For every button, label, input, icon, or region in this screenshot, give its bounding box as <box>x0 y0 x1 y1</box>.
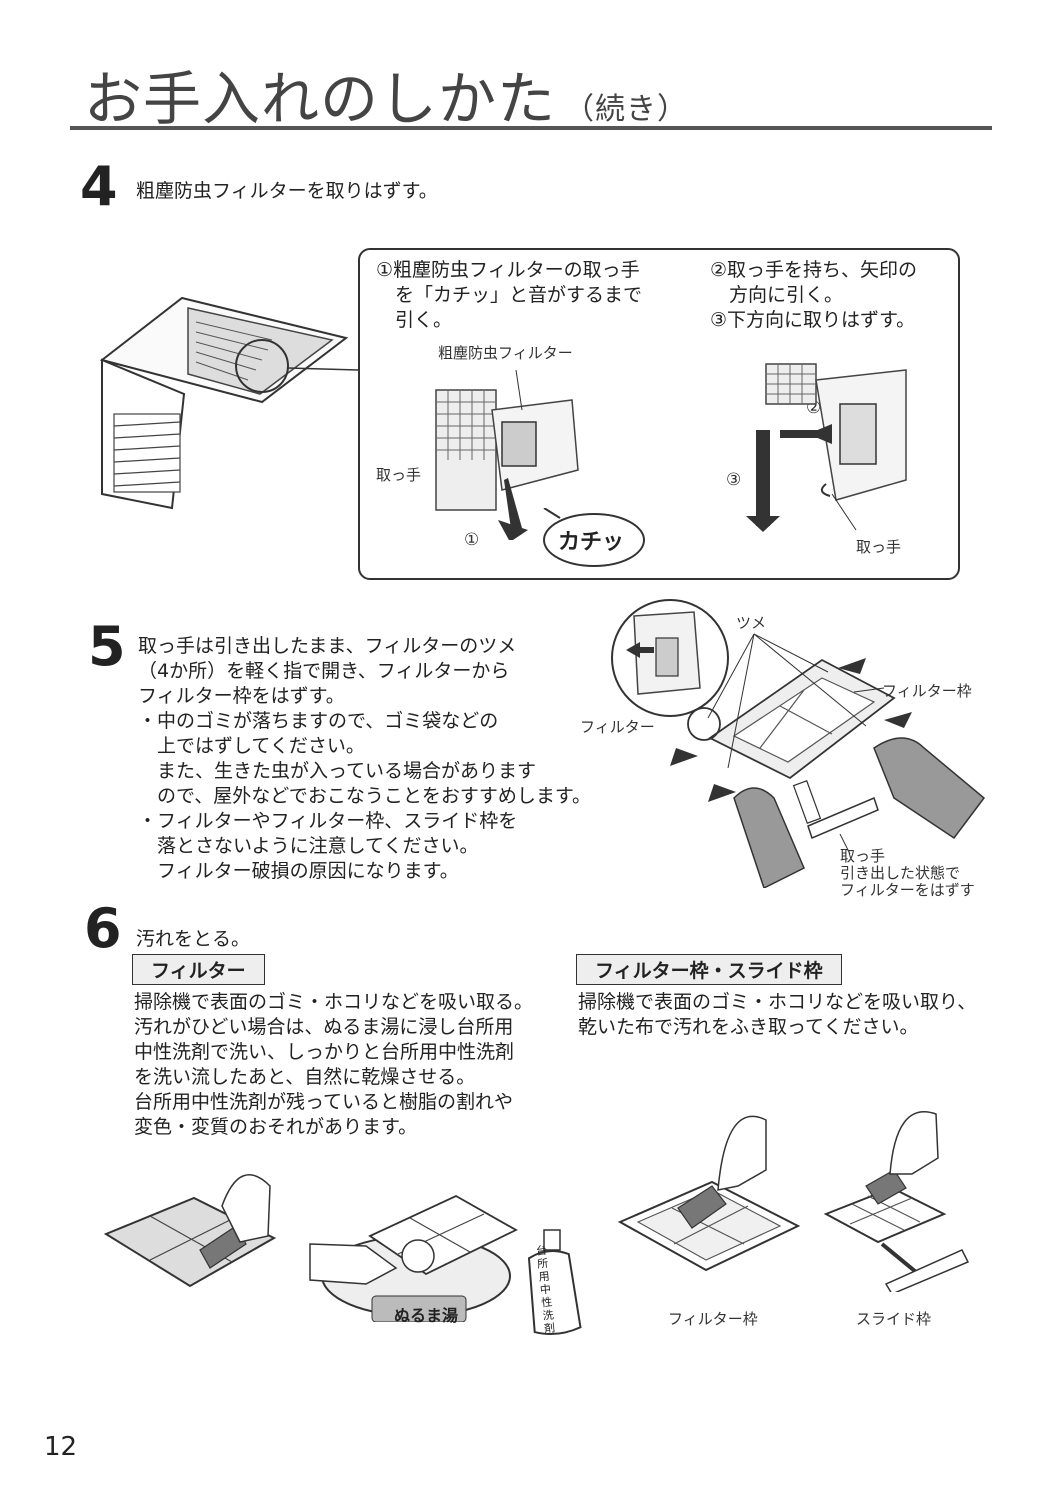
click-bubble <box>543 508 645 567</box>
step-4-text: 粗塵防虫フィルターを取りはずす。 <box>136 180 438 202</box>
vacuum-filter-illustration <box>103 1174 277 1288</box>
label-circle-1: ① <box>464 530 480 550</box>
label-filter: 粗塵防虫フィルター <box>438 344 573 362</box>
detergent-bottle-illustration <box>527 1229 582 1336</box>
label-filter-frame-step6: フィルター枠 <box>668 1310 758 1328</box>
filter-handle-detail-right <box>746 363 907 532</box>
label-click: カチッ <box>558 530 625 555</box>
step-5-text: 取っ手は引き出したまま、フィルターのツメ （4か所）を軽く指で開き、フィルターか… <box>138 635 591 882</box>
title-sub: （続き） <box>564 92 689 127</box>
step-6-text: 汚れをとる。 <box>136 928 251 950</box>
label-handle-right: 取っ手 <box>856 538 902 556</box>
label-slide-frame: スライド枠 <box>856 1310 932 1328</box>
label-handle-left: 取っ手 <box>376 466 422 484</box>
label-filter-step5: フィルター <box>580 718 655 736</box>
label-handle-note: 取っ手 引き出した状態で フィルターをはずす <box>840 847 975 899</box>
vacuum-filter-frame-illustration <box>617 1115 801 1272</box>
filter-cleaning-text: 掃除機で表面のゴミ・ホコリなどを吸い取る。 汚れがひどい場合は、ぬるま湯に浸し台… <box>134 991 534 1138</box>
title-main: お手入れのしかた <box>84 65 557 133</box>
step-4-number: 4 <box>80 155 118 218</box>
fan-unit-illustration <box>99 296 359 510</box>
frames-cleaning-text: 掃除機で表面のゴミ・ホコリなどを吸い取り、 乾いた布で汚れをふき取ってください。 <box>578 991 977 1038</box>
washing-basin-illustration <box>309 1194 518 1322</box>
step-5-number: 5 <box>88 615 126 678</box>
glove-right <box>873 737 986 840</box>
step-4-instruction-1: ①粗塵防虫フィルターの取っ手 を「カチッ」と音がするまで 引く。 <box>376 259 643 331</box>
box-filter: フィルター <box>132 954 265 985</box>
label-circle-3: ③ <box>726 470 742 490</box>
step-4-instruction-2: ②取っ手を持ち、矢印の 方向に引く。 ③下方向に取りはずす。 <box>710 259 918 331</box>
filter-removal-illustration <box>611 599 986 888</box>
zoom-circle <box>235 339 289 393</box>
page-number: 12 <box>44 1432 78 1462</box>
step-6-number: 6 <box>84 897 122 960</box>
glove-left <box>733 787 805 888</box>
label-warm-water: ぬるま湯 <box>394 1306 459 1325</box>
vacuum-slide-frame-illustration <box>823 1111 970 1292</box>
label-tsume: ツメ <box>736 614 767 632</box>
title-rule <box>70 126 992 130</box>
box-frames: フィルター枠・スライド枠 <box>576 954 842 985</box>
page-title: お手入れのしかた（続き） <box>84 52 688 136</box>
filter-handle-detail-left <box>435 369 579 540</box>
label-filter-frame: フィルター枠 <box>882 682 972 700</box>
